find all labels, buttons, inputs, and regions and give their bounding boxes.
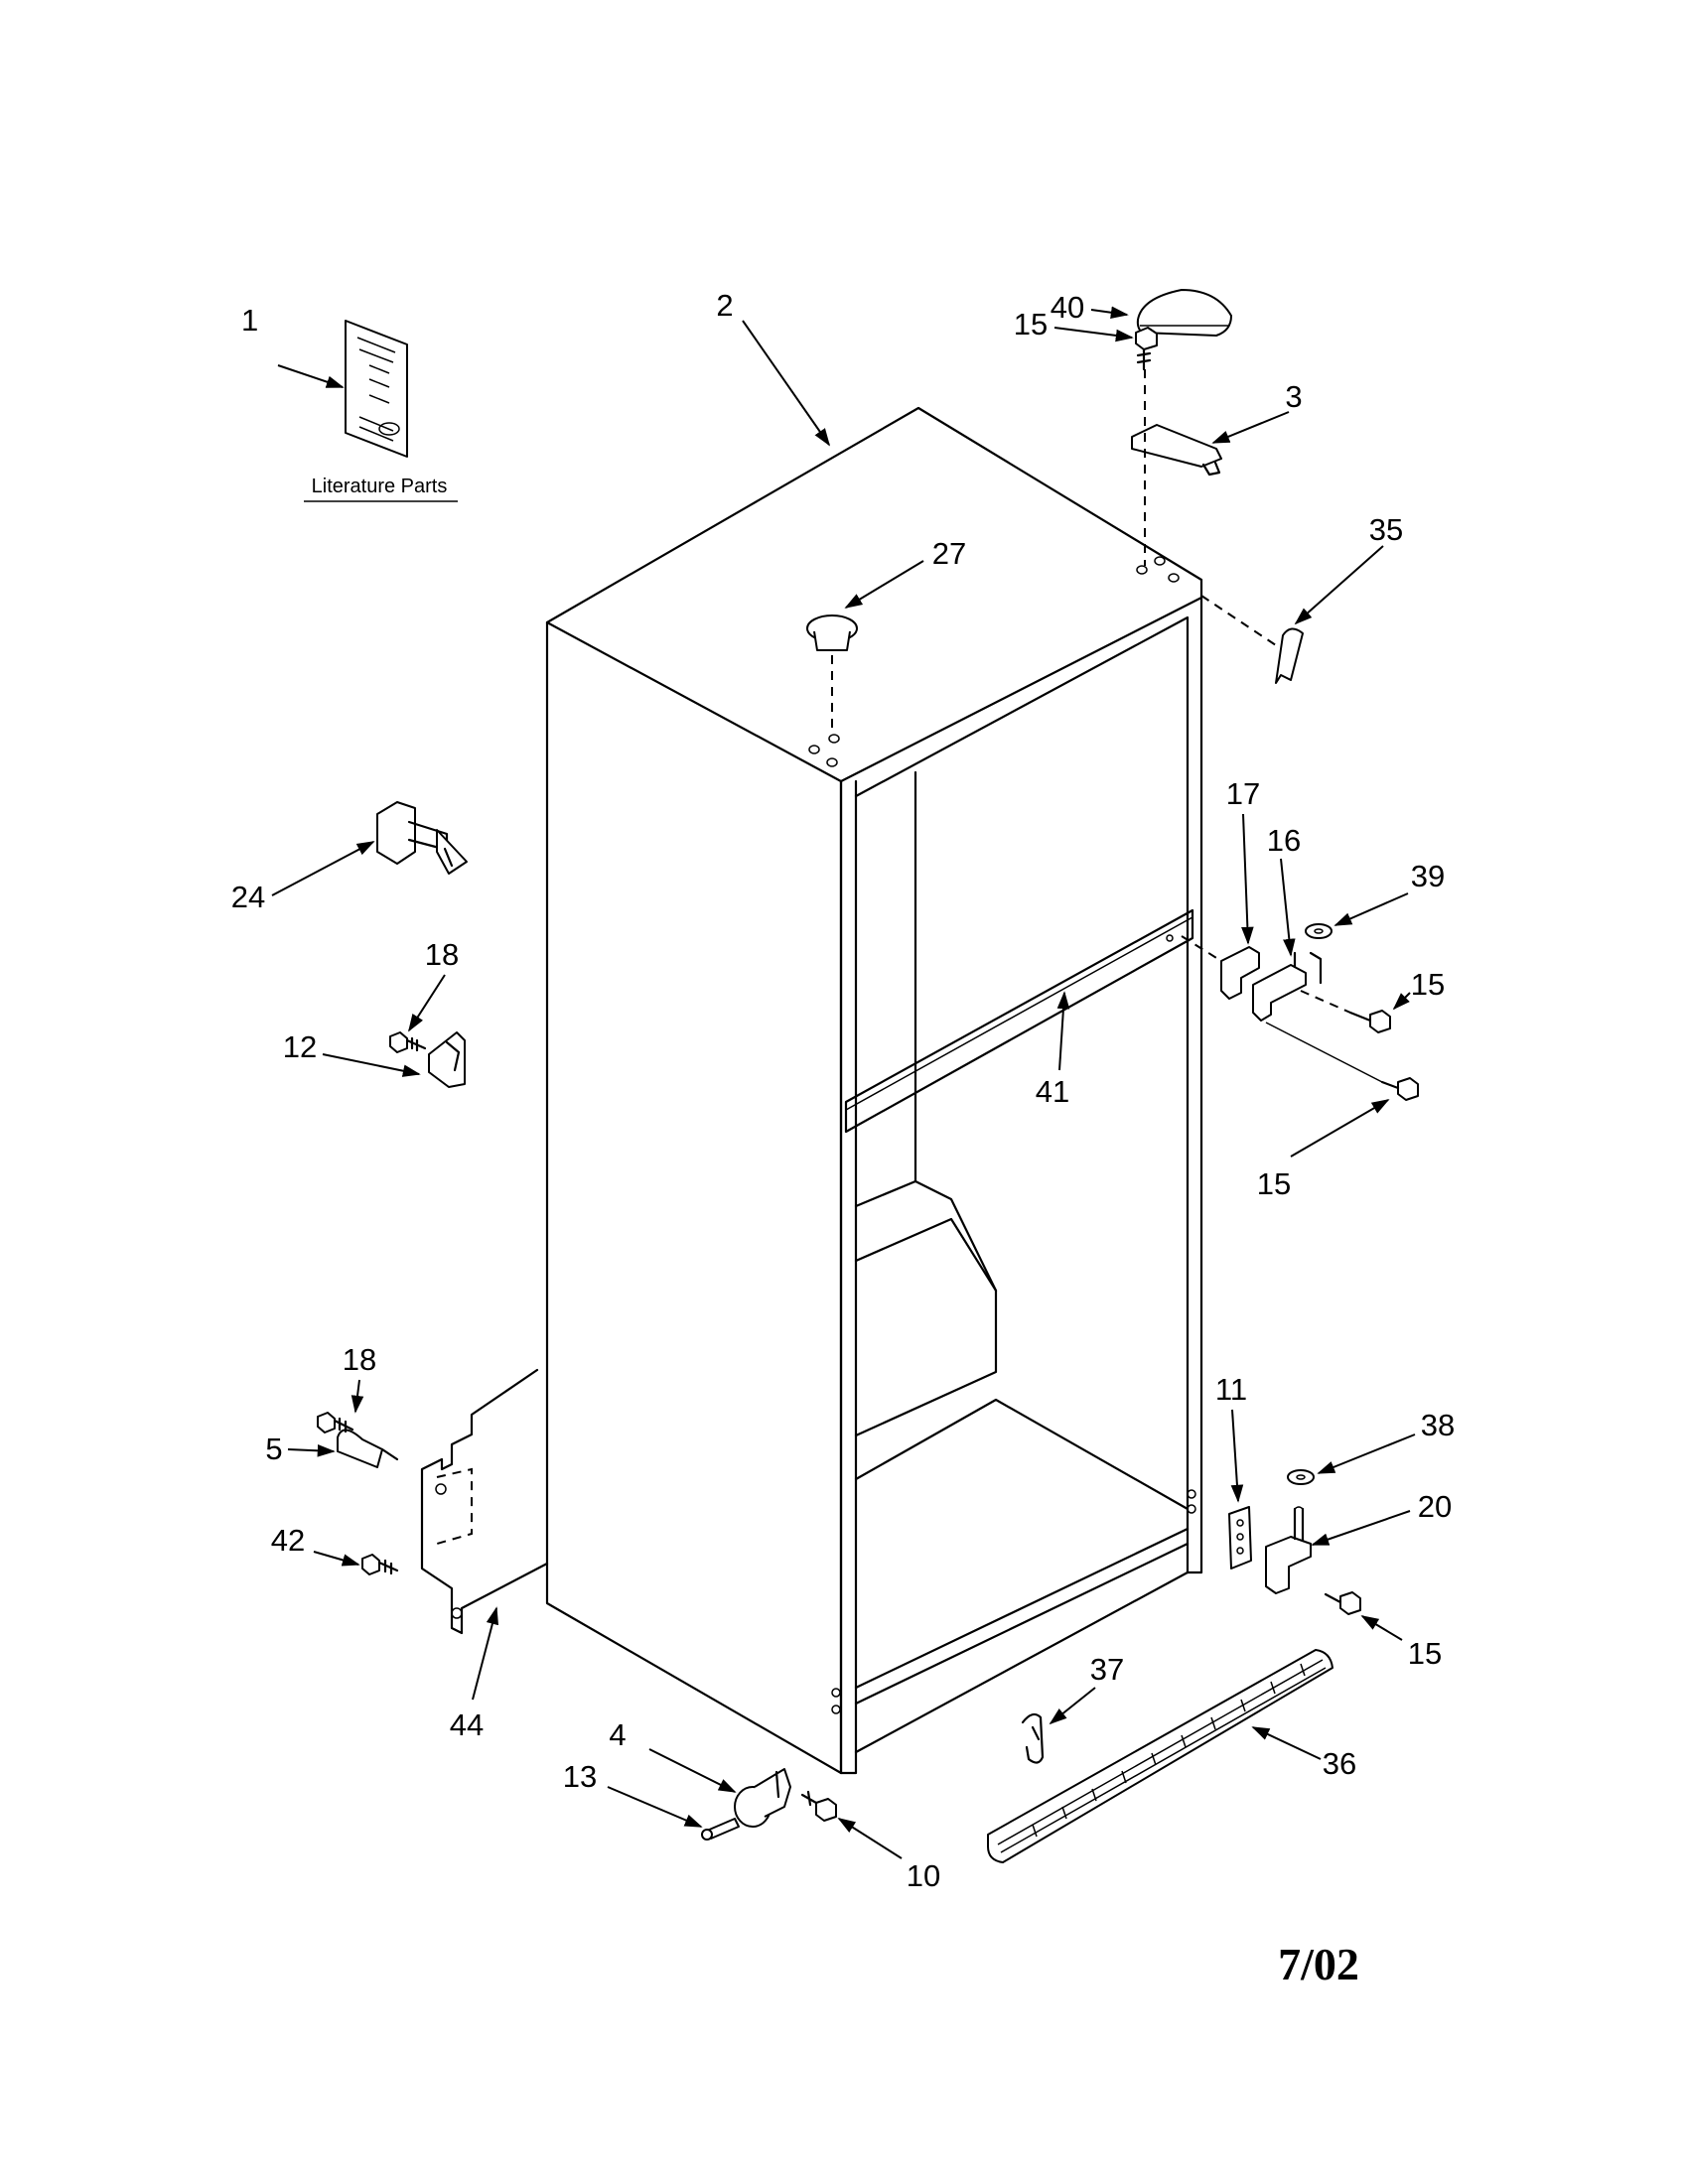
callout-1: 1 xyxy=(241,303,258,338)
callout-3: 3 xyxy=(1285,379,1302,414)
callout-41: 41 xyxy=(1036,1074,1069,1109)
callout-10: 10 xyxy=(907,1858,940,1893)
callout-35: 35 xyxy=(1369,512,1403,547)
callout-labels: 1 Literature Parts 2 40 15 3 35 27 24 18… xyxy=(231,288,1455,1989)
shim-part-11 xyxy=(1228,1506,1252,1570)
clip-part-35 xyxy=(1200,595,1304,684)
roller-assembly-part-4 xyxy=(734,1768,791,1828)
callout-37: 37 xyxy=(1090,1652,1124,1687)
clamp-part-5 xyxy=(337,1429,399,1468)
toe-grille-part-36 xyxy=(987,1649,1333,1863)
hinge-screw-part-15-top xyxy=(1135,327,1158,371)
callout-17: 17 xyxy=(1226,776,1260,811)
screw-part-42 xyxy=(361,1554,399,1575)
literature-caption: Literature Parts xyxy=(312,476,448,497)
revision-date: 7/02 xyxy=(1278,1939,1359,1989)
callout-15-top: 15 xyxy=(1014,307,1048,341)
screw-part-15-mid xyxy=(1300,990,1391,1033)
cabinet-body xyxy=(545,406,1203,1775)
callout-24: 24 xyxy=(231,880,265,914)
callout-18-upper: 18 xyxy=(425,937,459,972)
callout-13: 13 xyxy=(563,1759,597,1794)
callout-15-bottom: 15 xyxy=(1408,1636,1442,1671)
washer-part-39 xyxy=(1305,923,1333,939)
bracket-part-12 xyxy=(428,1031,466,1088)
literature-booklet-part-1 xyxy=(345,320,408,458)
callout-39: 39 xyxy=(1411,859,1445,893)
callout-36: 36 xyxy=(1323,1746,1356,1781)
callout-5: 5 xyxy=(265,1432,282,1466)
callout-16: 16 xyxy=(1267,823,1301,858)
callout-4: 4 xyxy=(609,1717,626,1752)
callout-44: 44 xyxy=(450,1707,484,1742)
callout-40: 40 xyxy=(1051,290,1084,325)
screw-part-18-lower xyxy=(317,1412,354,1433)
screw-part-15-lower xyxy=(1265,1022,1419,1101)
clip-part-37 xyxy=(1021,1712,1045,1764)
screw-part-10 xyxy=(800,1790,837,1822)
screw-part-15-bottom xyxy=(1324,1591,1361,1615)
axle-pin-part-13 xyxy=(701,1818,740,1841)
washer-part-38 xyxy=(1287,1469,1315,1485)
hinge-cover-part-40 xyxy=(1136,289,1232,337)
callout-38: 38 xyxy=(1421,1408,1455,1442)
leader-arrows xyxy=(271,306,1416,1859)
bottom-hinge-part-20 xyxy=(1265,1506,1312,1594)
callout-18-lower: 18 xyxy=(343,1342,376,1377)
center-hinge-part-16 xyxy=(1252,951,1323,1022)
callout-27: 27 xyxy=(932,536,966,571)
callout-20: 20 xyxy=(1418,1489,1452,1524)
rear-bracket-part-44 xyxy=(420,1368,549,1635)
callout-15-lower: 15 xyxy=(1257,1166,1291,1201)
callout-2: 2 xyxy=(716,288,733,323)
callout-42: 42 xyxy=(271,1523,305,1558)
callout-11: 11 xyxy=(1215,1372,1247,1407)
plug-part-27 xyxy=(806,614,858,735)
top-hinge-part-3 xyxy=(1131,369,1222,566)
hinge-bracket-part-17 xyxy=(1181,935,1260,1000)
callout-15-mid: 15 xyxy=(1411,967,1445,1002)
callout-12: 12 xyxy=(283,1029,317,1064)
hinge-pin-part-24 xyxy=(376,801,468,875)
screw-part-18-upper xyxy=(389,1031,427,1053)
